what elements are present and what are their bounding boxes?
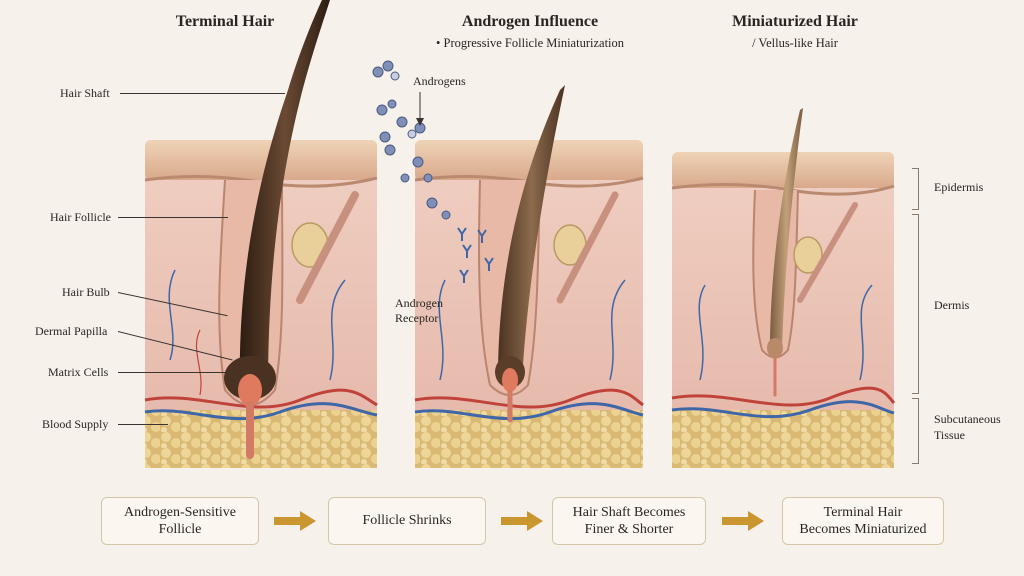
androgen-receptor-label-line2: Receptor [395, 311, 439, 325]
miniaturized-hair-subtitle: / Vellus-like Hair [752, 36, 838, 50]
hair-shaft-label: Hair Shaft [60, 86, 110, 100]
androgen-receptor-icons [457, 227, 494, 283]
miniaturized-skin-block [671, 108, 896, 468]
miniaturized-hair-title: Miniaturized Hair [732, 13, 858, 30]
flow-arrow-icon [501, 511, 543, 531]
subcutaneous-brace [912, 398, 919, 464]
matrix-cells-label: Matrix Cells [48, 365, 109, 379]
dermis-brace [912, 214, 919, 394]
terminal-skin-block [144, 0, 378, 468]
androgen-receptor-label-line1: Androgen [395, 296, 443, 310]
androgen-influence-title: Androgen Influence [461, 13, 599, 30]
blood-supply-label: Blood Supply [42, 417, 109, 431]
androgens-arrow [416, 92, 424, 126]
androgen-skin-block [414, 85, 644, 468]
flow-step4-line1: Terminal Hair [823, 504, 903, 520]
hair-follicle-leader [118, 217, 228, 218]
subcutaneous-label-line2: Tissue [934, 428, 965, 442]
subcutaneous-label-line1: Subcutaneous [934, 412, 1001, 426]
flow-step1-line1: Androgen-Sensitive [124, 504, 236, 520]
flow-step3-line2: Finer & Shorter [584, 522, 674, 537]
flow-arrow-icon [722, 511, 764, 531]
hair-shaft-leader [120, 93, 285, 94]
epidermis-brace [912, 168, 919, 210]
androgen-influence-subtitle: • Progressive Follicle Miniaturization [435, 36, 625, 50]
hair-bulb-label: Hair Bulb [62, 285, 110, 299]
matrix-cells-leader [118, 372, 230, 373]
androgens-label: Androgens [413, 74, 466, 88]
skin-illustrations [144, 0, 896, 468]
dermal-papilla-label: Dermal Papilla [35, 324, 108, 338]
flow-step2-text: Follicle Shrinks [362, 513, 452, 529]
flow-arrow-icon [274, 511, 316, 531]
flow-step4-line2: Becomes Miniaturized [799, 522, 927, 537]
epidermis-label: Epidermis [934, 180, 984, 194]
flow-step3-line1: Hair Shaft Becomes [572, 504, 686, 520]
terminal-hair-title: Terminal Hair [175, 13, 275, 30]
flow-step-follicle-shrinks: Follicle Shrinks [328, 497, 486, 545]
blood-supply-leader [118, 424, 168, 425]
dermis-label: Dermis [934, 298, 970, 312]
hair-follicle-label: Hair Follicle [50, 210, 111, 224]
androgen-molecules [372, 60, 451, 220]
flow-step1-line2: Follicle [158, 522, 202, 537]
